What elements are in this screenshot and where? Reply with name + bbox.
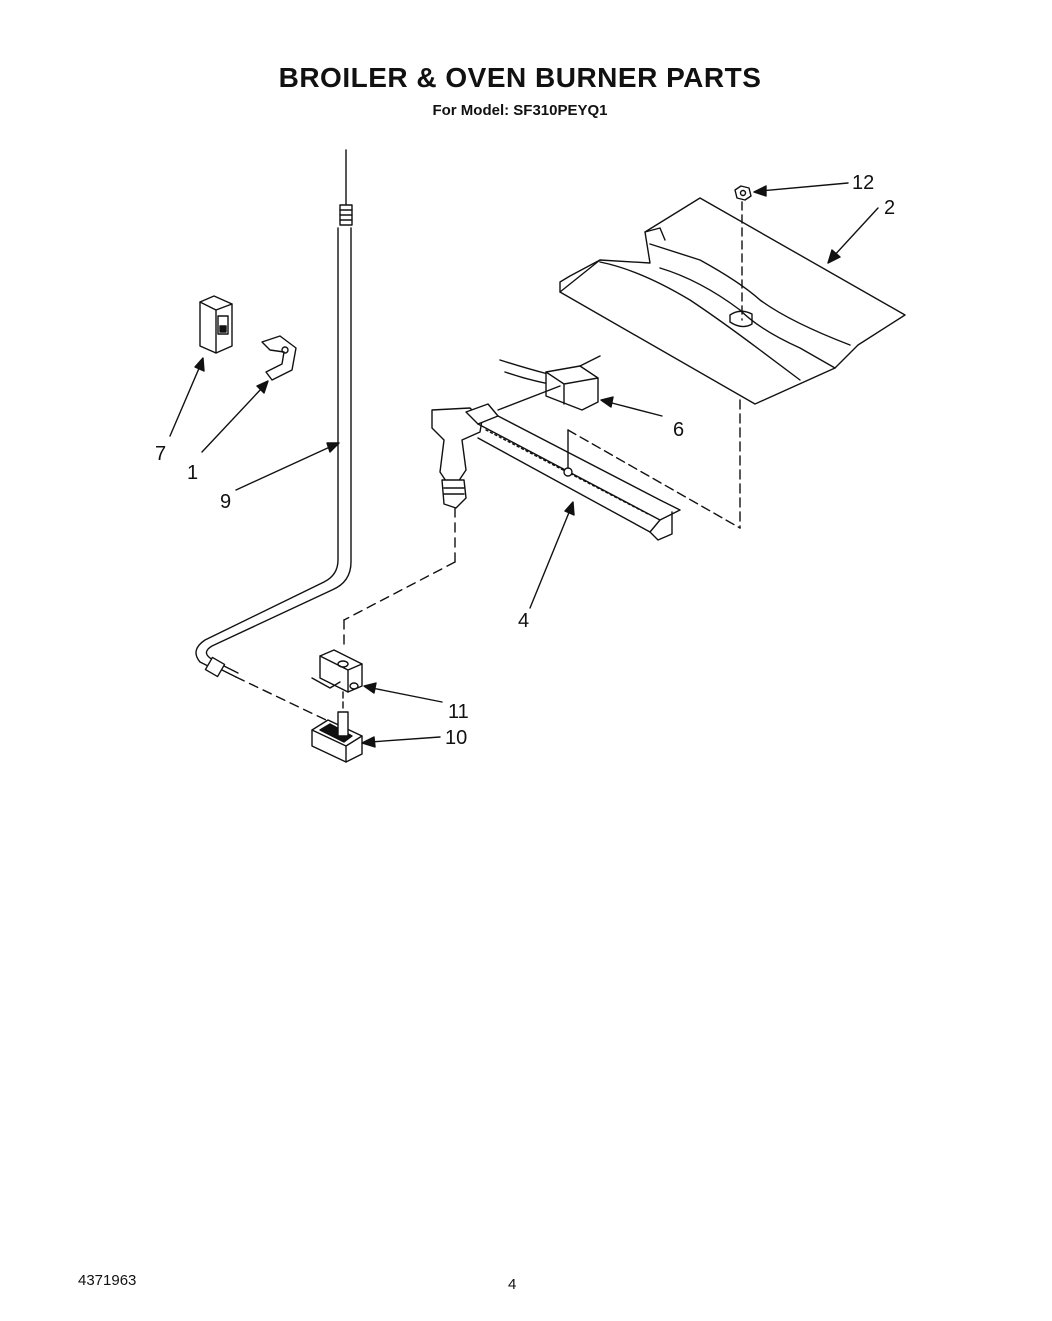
part-1-bracket xyxy=(262,336,296,380)
part-4-burner xyxy=(432,386,740,540)
callout-9: 9 xyxy=(220,491,232,513)
callout-6: 6 xyxy=(673,419,685,441)
model-subtitle: For Model: SF310PEYQ1 xyxy=(432,102,608,119)
callout-1: 1 xyxy=(187,462,199,484)
page-title: BROILER & OVEN BURNER PARTS xyxy=(278,62,762,93)
part-10-valve-block xyxy=(312,712,362,762)
callout-2: 2 xyxy=(884,197,896,219)
part-11-bracket xyxy=(312,650,362,712)
part-12-nut xyxy=(735,186,751,320)
part-2-broiler-cover xyxy=(560,198,905,404)
callout-12: 12 xyxy=(852,172,875,194)
callout-11: 11 xyxy=(448,701,469,723)
page-number: 4 xyxy=(508,1276,517,1293)
document-number: 4371963 xyxy=(78,1272,137,1289)
callout-4: 4 xyxy=(518,610,530,632)
part-6-igniter xyxy=(500,356,600,410)
callout-7: 7 xyxy=(155,443,167,465)
callout-leaders xyxy=(170,183,878,747)
part-9-gas-tube xyxy=(196,150,352,677)
callout-10: 10 xyxy=(445,727,468,749)
part-7-block xyxy=(200,296,232,353)
assembly-dashed-lines xyxy=(236,508,455,720)
